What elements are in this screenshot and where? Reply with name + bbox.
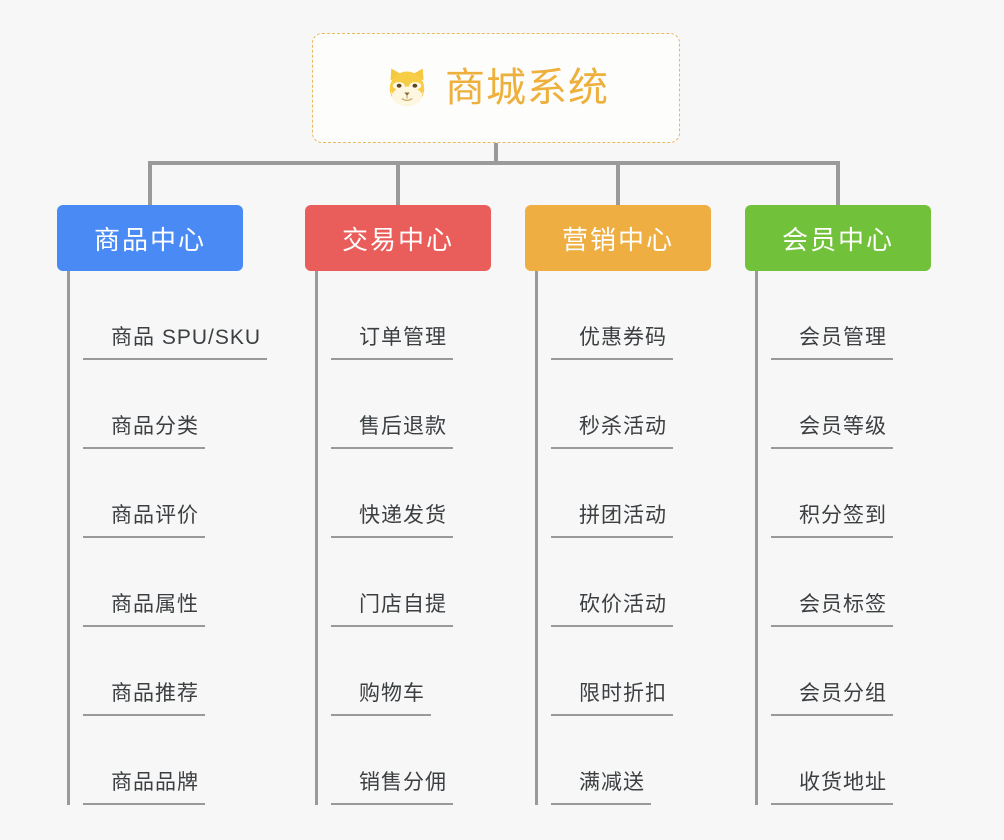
branch-product-center: 商品中心 商品 SPU/SKU 商品分类 商品评价 商品属性 商品推荐 商品品牌 <box>57 205 268 805</box>
root-node[interactable]: 商城系统 <box>312 33 680 143</box>
connector-drop-trade-center <box>396 161 400 207</box>
list-item-label: 收货地址 <box>771 766 893 805</box>
leaf-list-member-center: 会员管理 会员等级 积分签到 会员标签 会员分组 收货地址 <box>755 271 931 805</box>
list-item-label: 会员标签 <box>771 588 893 627</box>
category-header-marketing-center[interactable]: 营销中心 <box>525 205 711 271</box>
list-item[interactable]: 商品品牌 <box>83 716 243 805</box>
list-item-label: 商品品牌 <box>83 766 205 805</box>
list-item[interactable]: 商品推荐 <box>83 627 243 716</box>
leaf-list-trade-center: 订单管理 售后退款 快递发货 门店自提 购物车 销售分佣 <box>315 271 491 805</box>
list-item[interactable]: 门店自提 <box>331 538 491 627</box>
list-item[interactable]: 商品分类 <box>83 360 243 449</box>
list-item-label: 积分签到 <box>771 499 893 538</box>
list-item[interactable]: 会员标签 <box>771 538 931 627</box>
list-item-label: 商品评价 <box>83 499 205 538</box>
dog-face-icon <box>383 64 431 112</box>
list-item-label: 秒杀活动 <box>551 410 673 449</box>
list-item[interactable]: 会员管理 <box>771 271 931 360</box>
list-item-label: 销售分佣 <box>331 766 453 805</box>
list-item-label: 砍价活动 <box>551 588 673 627</box>
list-item-label: 拼团活动 <box>551 499 673 538</box>
list-item-label: 优惠券码 <box>551 321 673 360</box>
category-header-member-center[interactable]: 会员中心 <box>745 205 931 271</box>
list-item[interactable]: 会员等级 <box>771 360 931 449</box>
list-item-label: 商品分类 <box>83 410 205 449</box>
list-item-label: 会员分组 <box>771 677 893 716</box>
list-item[interactable]: 秒杀活动 <box>551 360 711 449</box>
list-item[interactable]: 收货地址 <box>771 716 931 805</box>
connector-drop-product-center <box>148 161 152 207</box>
list-item[interactable]: 商品评价 <box>83 449 243 538</box>
list-item-label: 会员管理 <box>771 321 893 360</box>
page-title: 商城系统 <box>445 66 609 110</box>
list-item-label: 订单管理 <box>331 321 453 360</box>
list-item-label: 售后退款 <box>331 410 453 449</box>
list-item[interactable]: 拼团活动 <box>551 449 711 538</box>
connector-drop-member-center <box>836 161 840 207</box>
list-item-label: 满减送 <box>551 766 651 805</box>
category-header-product-center[interactable]: 商品中心 <box>57 205 243 271</box>
list-item[interactable]: 售后退款 <box>331 360 491 449</box>
branch-marketing-center: 营销中心 优惠券码 秒杀活动 拼团活动 砍价活动 限时折扣 满减送 <box>525 205 711 805</box>
list-item-label: 商品属性 <box>83 588 205 627</box>
branch-trade-center: 交易中心 订单管理 售后退款 快递发货 门店自提 购物车 销售分佣 <box>305 205 491 805</box>
list-item-label: 快递发货 <box>331 499 453 538</box>
list-item[interactable]: 购物车 <box>331 627 491 716</box>
list-item-label: 门店自提 <box>331 588 453 627</box>
list-item-label: 限时折扣 <box>551 677 673 716</box>
list-item[interactable]: 积分签到 <box>771 449 931 538</box>
list-item[interactable]: 快递发货 <box>331 449 491 538</box>
list-item[interactable]: 会员分组 <box>771 627 931 716</box>
branch-member-center: 会员中心 会员管理 会员等级 积分签到 会员标签 会员分组 收货地址 <box>745 205 931 805</box>
list-item[interactable]: 限时折扣 <box>551 627 711 716</box>
list-item-label: 会员等级 <box>771 410 893 449</box>
list-item-label: 商品推荐 <box>83 677 205 716</box>
connector-horizontal-bus <box>148 161 840 165</box>
list-item[interactable]: 满减送 <box>551 716 711 805</box>
leaf-list-marketing-center: 优惠券码 秒杀活动 拼团活动 砍价活动 限时折扣 满减送 <box>535 271 711 805</box>
list-item[interactable]: 商品 SPU/SKU <box>83 271 268 360</box>
list-item[interactable]: 优惠券码 <box>551 271 711 360</box>
category-header-trade-center[interactable]: 交易中心 <box>305 205 491 271</box>
list-item[interactable]: 销售分佣 <box>331 716 491 805</box>
list-item[interactable]: 商品属性 <box>83 538 243 627</box>
connector-drop-marketing-center <box>616 161 620 207</box>
connector-root-stem <box>494 143 498 164</box>
list-item[interactable]: 砍价活动 <box>551 538 711 627</box>
list-item[interactable]: 订单管理 <box>331 271 491 360</box>
leaf-list-product-center: 商品 SPU/SKU 商品分类 商品评价 商品属性 商品推荐 商品品牌 <box>67 271 268 805</box>
list-item-label: 商品 SPU/SKU <box>83 321 268 360</box>
list-item-label: 购物车 <box>331 677 431 716</box>
